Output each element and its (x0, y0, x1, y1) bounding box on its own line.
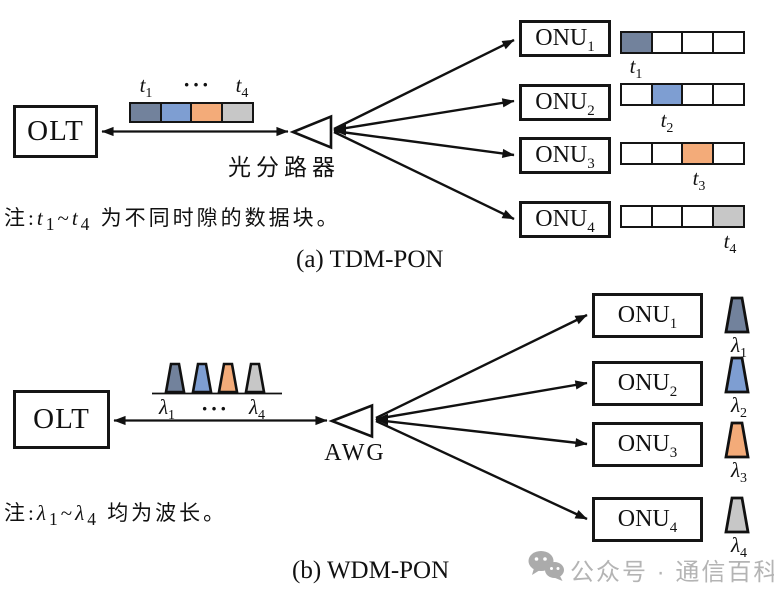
upstream-arrowhead-a (333, 124, 346, 136)
awg-label: AWG (324, 440, 386, 466)
upstream-arrowhead-b (375, 413, 388, 426)
fan-line-a-onu2 (333, 98, 515, 132)
spectrum-label-l4: λ4 (248, 395, 266, 424)
onu-box-b-2: ONU2 (592, 361, 703, 406)
fan-line-b-onu2 (375, 380, 588, 421)
onu2-slot-label: t2 (660, 108, 674, 137)
frame-slot-2 (159, 102, 193, 123)
onu4-slot-label: t4 (723, 229, 737, 258)
frame-slot-3 (190, 102, 223, 123)
wavelength-pulse-3 (217, 362, 239, 394)
fan-line-b-onu3 (375, 418, 588, 448)
onu2-wavelength-label: λ2 (730, 393, 748, 422)
onu-box-a-3: ONU3 (519, 137, 611, 174)
olt-label-b: OLT (33, 403, 90, 435)
empty-slot (650, 142, 684, 165)
onu1-wavelength-label: λ1 (730, 333, 748, 362)
olt-box-a: OLT (13, 105, 98, 158)
onu4-wavelength-chip (724, 496, 750, 534)
spectrum-label-dots: ··· (200, 396, 229, 421)
onu-box-a-1: ONU1 (519, 20, 611, 57)
onu1-frame (620, 31, 745, 54)
onu4-frame (620, 205, 745, 228)
onu3-frame (620, 142, 745, 165)
onu1-slot-filled (620, 31, 653, 54)
splitter-triangle-icon (289, 114, 333, 150)
empty-slot (711, 83, 745, 106)
fan-line-a-onu3 (333, 129, 515, 159)
note-a: 注:t1~t4 为不同时隙的数据块。 (4, 206, 341, 235)
wavelength-pulse-4 (244, 362, 266, 394)
wavelength-pulse-2 (191, 362, 213, 394)
onu2-slot-filled (650, 83, 684, 106)
wechat-icon (528, 551, 564, 581)
watermark-text: 公众号 · 通信百科 (570, 559, 774, 586)
fan-line-a-onu4 (333, 130, 515, 221)
onu2-frame (620, 83, 745, 106)
onu3-wavelength-label: λ3 (730, 458, 748, 487)
onu3-slot-filled (681, 142, 714, 165)
olt-label-a: OLT (27, 115, 84, 147)
splitter-label: 光分路器 (228, 155, 340, 180)
onu4-slot-filled (711, 205, 745, 228)
frame-label-dots: ··· (182, 72, 211, 97)
olt-box-b: OLT (13, 390, 110, 449)
onu3-wavelength-chip (724, 421, 750, 459)
frame-slot-1 (129, 102, 162, 123)
frame-slot-4 (220, 102, 254, 123)
empty-slot (711, 31, 745, 54)
empty-slot (620, 205, 653, 228)
onu1-slot-label: t1 (629, 54, 643, 83)
onu3-slot-label: t3 (692, 166, 706, 195)
fan-line-b-onu4 (375, 419, 588, 521)
onu-box-a-4: ONU4 (519, 201, 611, 238)
empty-slot (620, 83, 653, 106)
spectrum-label-l1: λ1 (158, 395, 176, 424)
fan-line-a-onu1 (333, 38, 515, 131)
note-b: 注:λ1~λ4 均为波长。 (4, 501, 228, 530)
onu1-wavelength-chip (724, 296, 750, 334)
empty-slot (620, 142, 653, 165)
awg-triangle-icon (328, 403, 374, 439)
fan-line-b-onu1 (375, 313, 588, 420)
empty-slot (681, 31, 714, 54)
onu2-wavelength-chip (724, 356, 750, 394)
empty-slot (650, 31, 684, 54)
caption-b: (b) WDM-PON (292, 557, 450, 584)
caption-a: (a) TDM-PON (296, 246, 444, 273)
onu4-wavelength-label: λ4 (730, 533, 748, 562)
frame-label-t4: t4 (235, 73, 249, 102)
empty-slot (681, 83, 714, 106)
frame-label-t1: t1 (139, 73, 153, 102)
empty-slot (681, 205, 714, 228)
onu-box-b-1: ONU1 (592, 293, 703, 338)
wavelength-pulse-1 (164, 362, 186, 394)
tdm-downstream-frame (129, 102, 254, 123)
empty-slot (650, 205, 684, 228)
onu-box-a-2: ONU2 (519, 84, 611, 121)
onu-box-b-3: ONU3 (592, 422, 703, 467)
empty-slot (711, 142, 745, 165)
onu-box-b-4: ONU4 (592, 497, 703, 542)
